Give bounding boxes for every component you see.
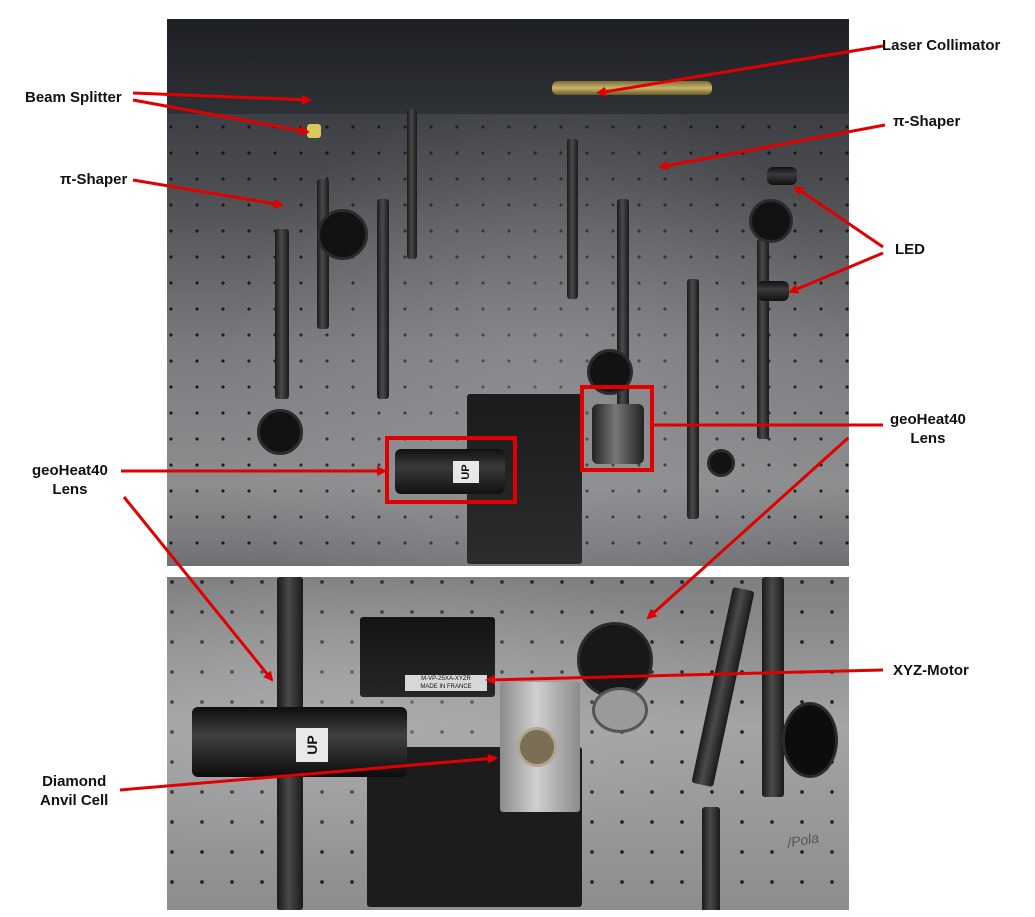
- label-geoheat40-left: geoHeat40 Lens: [32, 461, 108, 499]
- label-beam-splitter: Beam Splitter: [25, 89, 122, 106]
- led-body: [757, 281, 789, 301]
- optical-post: [407, 109, 417, 259]
- arrow-pi-shaper-right: [658, 123, 886, 171]
- label-geoheat40-right-line2: Lens: [910, 430, 946, 447]
- iris-mount: [707, 449, 735, 477]
- setup-closeup-photo: M-VP-25XA-XYZR MADE IN FRANCE UP /Pola: [167, 577, 849, 910]
- arrow-led-2: [788, 251, 884, 294]
- label-dac-line2: Anvil Cell: [40, 792, 109, 809]
- label-geoheat40-left-line2: Lens: [52, 481, 88, 498]
- diamond-anvil-cell: [517, 727, 557, 767]
- geoheat40-lens-tube: [395, 449, 505, 494]
- arrow-geoheat40-right-bottom: [646, 436, 850, 620]
- label-xyz-motor: XYZ-Motor: [893, 662, 969, 679]
- arrow-xyz-motor: [485, 668, 884, 685]
- setup-overview-photo: UP: [167, 19, 849, 566]
- led-body: [767, 167, 797, 185]
- mirror-mount: [749, 199, 793, 243]
- label-led: LED: [895, 241, 925, 258]
- optical-post: [687, 279, 699, 519]
- optical-post: [567, 139, 578, 299]
- geoheat40-lens-tube: [592, 404, 644, 464]
- label-laser-collimator: Laser Collimator: [882, 37, 1001, 54]
- arrow-pi-shaper-left: [132, 178, 284, 209]
- arrow-laser-collimator: [596, 44, 884, 97]
- arrow-beam-splitter-1: [132, 91, 312, 105]
- optical-post: [377, 199, 389, 399]
- label-pi-shaper-right: π-Shaper: [893, 113, 961, 130]
- iris-mount: [782, 702, 838, 778]
- geoheat40-lens-front: [577, 622, 653, 698]
- highlight-box-right-lens: [580, 385, 654, 472]
- label-geoheat40-right-line1: geoHeat40: [890, 411, 966, 428]
- label-dac-line1: Diamond: [42, 773, 107, 790]
- motor-origin-text: MADE IN FRANCE: [420, 684, 472, 690]
- arrow-beam-splitter-2: [132, 98, 310, 136]
- optical-post: [762, 577, 784, 797]
- arrow-diamond-anvil-cell: [119, 753, 498, 792]
- arrow-led-1: [793, 185, 884, 249]
- arrow-geoheat40-left-bottom: [122, 496, 274, 682]
- beam-splitter-cube: [307, 124, 321, 138]
- optical-post: [702, 807, 720, 910]
- label-pi-shaper-left: π-Shaper: [60, 171, 128, 188]
- motor-model-plate: M-VP-25XA-XYZR MADE IN FRANCE: [405, 675, 487, 691]
- mirror-mount: [317, 209, 368, 260]
- mirror-mount: [257, 409, 303, 455]
- highlight-box-left-lens: [385, 436, 517, 504]
- xyz-motor-body: M-VP-25XA-XYZR MADE IN FRANCE: [360, 617, 495, 697]
- label-geoheat40-left-line1: geoHeat40: [32, 462, 108, 479]
- label-diamond-anvil-cell: Diamond Anvil Cell: [40, 772, 108, 810]
- optical-post: [275, 229, 289, 399]
- motor-model-text: M-VP-25XA-XYZR: [421, 676, 471, 682]
- label-geoheat40-right: geoHeat40 Lens: [890, 410, 966, 448]
- lens-optic: [592, 687, 648, 733]
